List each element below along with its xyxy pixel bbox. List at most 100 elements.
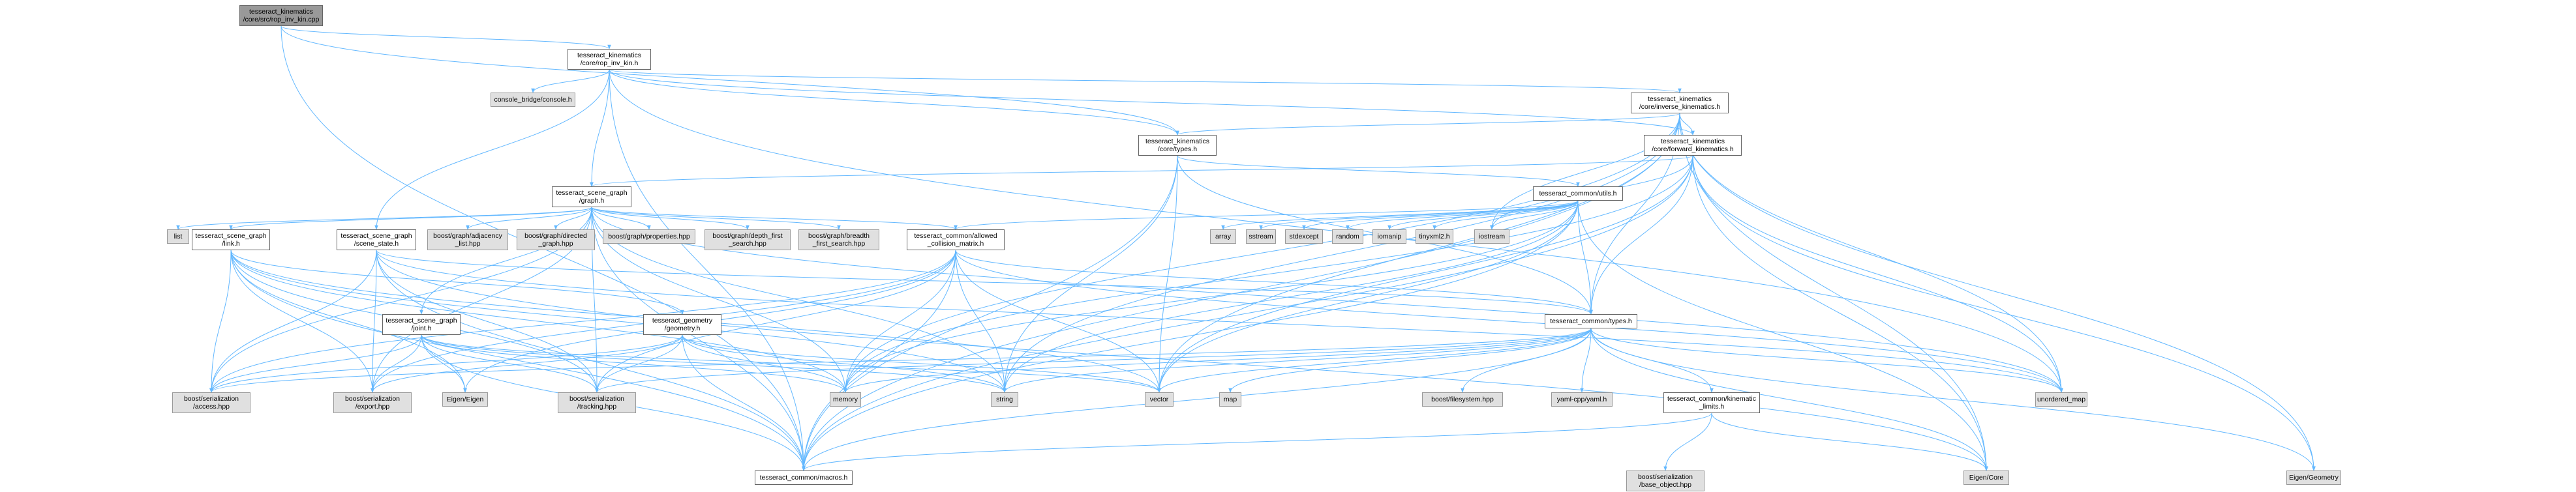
- node-geom[interactable]: tesseract_geometry /geometry.h: [643, 314, 721, 335]
- edge-rop-to-console: [531, 69, 610, 93]
- edge-sgraph-to-link: [229, 207, 592, 230]
- edge-geom-to-access: [209, 334, 683, 393]
- edge-rop-to-fwdkin: [609, 69, 1695, 136]
- edge-sgraph-to-dfs: [591, 207, 750, 230]
- edge-link-to-access: [209, 250, 232, 393]
- edge-geom-to-export: [371, 334, 683, 393]
- node-array: array: [1210, 229, 1236, 244]
- node-export: boost/serialization /export.hpp: [333, 392, 412, 413]
- edge-geom-to-macros: [682, 334, 806, 471]
- edge-utils-to-stdexcept: [1302, 200, 1579, 230]
- edge-acm-to-ctypes: [955, 250, 1593, 315]
- edge-utils-to-eigencore: [1577, 200, 1988, 471]
- node-console: console_bridge/console.h: [491, 93, 575, 107]
- edge-fwdkin-to-eigencore: [1692, 155, 1988, 471]
- edge-invkin-to-string: [1003, 113, 1680, 393]
- node-fs: boost/filesystem.hpp: [1422, 392, 1503, 407]
- node-props: boost/graph/properties.hpp: [603, 229, 695, 244]
- edge-sstate-to-export: [371, 250, 377, 393]
- edge-invkin-to-vector: [1157, 113, 1680, 393]
- edge-utils-to-sstream: [1259, 200, 1579, 230]
- edge-acm-to-tracking: [595, 250, 956, 393]
- edge-utils-to-vector: [1157, 200, 1579, 393]
- edge-joint-to-export: [371, 334, 422, 393]
- edge-acm-to-memory: [843, 250, 956, 393]
- edge-acm-to-access: [209, 250, 956, 393]
- node-acm[interactable]: tesseract_common/allowed _collision_matr…: [907, 229, 1005, 250]
- node-iomanip: iomanip: [1372, 229, 1406, 244]
- node-invkin[interactable]: tesseract_kinematics /core/inverse_kinem…: [1631, 93, 1729, 113]
- node-root[interactable]: tesseract_kinematics /core/src/rop_inv_k…: [239, 5, 323, 26]
- edge-ctypes-to-access: [209, 328, 1592, 393]
- node-klimits[interactable]: tesseract_common/kinematic _limits.h: [1663, 392, 1760, 413]
- edge-acm-to-vector: [955, 250, 1161, 393]
- node-ctypes[interactable]: tesseract_common/types.h: [1545, 314, 1637, 328]
- node-link[interactable]: tesseract_scene_graph /link.h: [192, 229, 270, 250]
- edge-sgraph-to-acm: [591, 207, 958, 230]
- node-string: string: [991, 392, 1018, 407]
- node-eigen: Eigen/Eigen: [442, 392, 488, 407]
- edge-fwdkin-to-ctypes: [1589, 155, 1693, 315]
- edge-link-to-memory: [230, 250, 847, 393]
- node-memory: memory: [830, 392, 861, 407]
- node-sstate[interactable]: tesseract_scene_graph /scene_state.h: [337, 229, 416, 250]
- node-list: list: [167, 229, 189, 244]
- edge-ctypes-to-eigengeom: [1590, 328, 2316, 471]
- node-sgraph[interactable]: tesseract_scene_graph /graph.h: [552, 186, 631, 207]
- edge-ctypes-to-vector: [1157, 328, 1592, 393]
- edge-fwdkin-to-vector: [1157, 155, 1693, 393]
- edge-rop-to-sstate: [374, 69, 610, 230]
- edge-rop-to-macros: [609, 69, 806, 471]
- edge-root-to-rop: [280, 25, 611, 50]
- node-macros[interactable]: tesseract_common/macros.h: [755, 470, 853, 485]
- edge-sstate-to-tracking: [376, 250, 599, 393]
- node-joint[interactable]: tesseract_scene_graph /joint.h: [382, 314, 461, 335]
- node-eigengeom: Eigen/Geometry: [2286, 470, 2341, 485]
- node-fwdkin[interactable]: tesseract_kinematics /core/forward_kinem…: [1644, 135, 1742, 156]
- edge-root-to-ktypes: [280, 25, 1179, 136]
- edge-sstate-to-umap: [376, 250, 2063, 393]
- node-eigencore: Eigen/Core: [1963, 470, 2009, 485]
- edge-utils-to-acm: [954, 200, 1579, 230]
- edge-acm-to-umap: [955, 250, 2063, 393]
- node-ktypes[interactable]: tesseract_kinematics /core/types.h: [1138, 135, 1217, 156]
- edge-link-to-export: [230, 250, 374, 393]
- edge-sgraph-to-props: [591, 207, 651, 230]
- edge-invkin-to-macros: [802, 113, 1680, 471]
- node-dfs: boost/graph/depth_first _search.hpp: [705, 229, 791, 250]
- node-tracking: boost/serialization /tracking.hpp: [558, 392, 636, 413]
- edge-ktypes-to-string: [1003, 155, 1178, 393]
- edge-sgraph-to-adjlist: [466, 207, 592, 230]
- node-sstream: sstream: [1246, 229, 1276, 244]
- node-iostream: iostream: [1474, 229, 1509, 244]
- edge-sstate-to-access: [209, 250, 377, 393]
- edge-ctypes-to-fs: [1461, 328, 1592, 393]
- edge-joint-to-string: [421, 334, 1007, 393]
- node-access: boost/serialization /access.hpp: [172, 392, 250, 413]
- edge-utils-to-random: [1346, 200, 1579, 230]
- edge-invkin-to-eigencore: [1679, 113, 1988, 471]
- edge-link-to-eigen: [230, 250, 467, 393]
- edge-utils-to-memory: [843, 200, 1579, 393]
- edge-geom-to-tracking: [595, 334, 683, 393]
- edge-utils-to-macros: [802, 200, 1579, 471]
- edge-link-to-macros: [230, 250, 806, 471]
- edge-sgraph-to-joint: [419, 207, 592, 315]
- edge-fwdkin-to-sgraph: [590, 155, 1693, 187]
- node-tinyxml: tinyxml2.h: [1416, 229, 1453, 244]
- node-rop[interactable]: tesseract_kinematics /core/rop_inv_kin.h: [568, 49, 651, 70]
- edge-klimits-to-baseobj: [1663, 412, 1712, 471]
- edge-ktypes-to-vector: [1157, 155, 1178, 393]
- edge-klimits-to-eigencore: [1711, 412, 1988, 471]
- edge-invkin-to-eigengeom: [1679, 113, 2316, 471]
- node-utils[interactable]: tesseract_common/utils.h: [1533, 186, 1623, 201]
- node-stdexcept: stdexcept: [1285, 229, 1323, 244]
- node-yaml: yaml-cpp/yaml.h: [1551, 392, 1613, 407]
- edge-invkin-to-fwdkin: [1679, 113, 1695, 136]
- edge-link-to-geom: [230, 250, 684, 315]
- edge-joint-to-tracking: [421, 334, 599, 393]
- edge-fwdkin-to-umap: [1692, 155, 2063, 393]
- edge-ctypes-to-yaml: [1580, 328, 1592, 393]
